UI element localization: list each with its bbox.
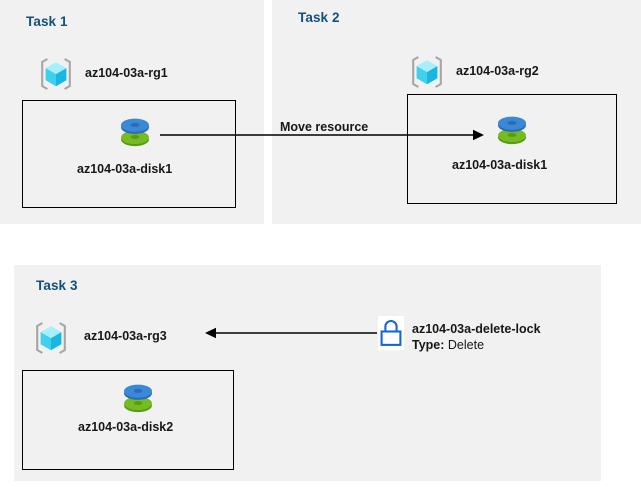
disk-label-task3: az104-03a-disk2 [78,420,174,434]
arrow-lock-to-resource-group [205,327,377,339]
resource-group-label-rg1: az104-03a-rg1 [85,66,168,80]
arrow-move-resource [160,129,484,141]
panel-title-task-3: Task 3 [36,278,78,293]
managed-disk-icon [120,378,156,418]
lock-type-value: Delete [447,337,485,352]
lock-details: az104-03a-delete-lock Type: Delete [412,322,541,353]
managed-disk-icon [494,110,530,150]
panel-title-task-1: Task 1 [26,14,68,29]
resource-group-boundary-rg2 [407,94,617,204]
resource-group-boundary-rg1 [22,100,236,208]
disk-label-task2: az104-03a-disk1 [452,158,548,172]
resource-group-icon [38,56,74,92]
connector-label-move-resource: Move resource [280,120,369,134]
lock-icon [378,316,404,350]
disk-label-task1: az104-03a-disk1 [77,162,173,176]
resource-group-label-rg2: az104-03a-rg2 [456,64,539,78]
resource-group-icon [33,320,69,356]
panel-title-task-2: Task 2 [298,10,340,25]
managed-disk-icon [117,112,153,152]
lock-type-row: Type: Delete [412,338,541,354]
resource-group-icon [409,54,445,90]
resource-group-label-rg3: az104-03a-rg3 [84,329,167,343]
lock-name: az104-03a-delete-lock [412,322,541,336]
lock-type-key: Type: [412,337,448,352]
